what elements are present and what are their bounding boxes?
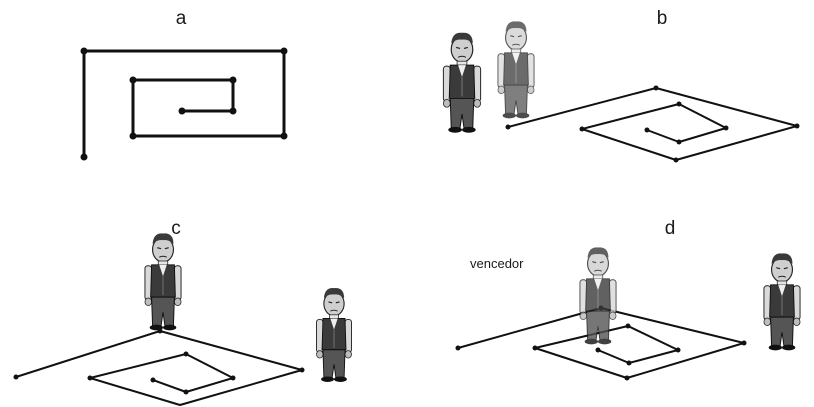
panel-d-other-man [764,253,800,350]
panel-c-man-waiting [317,288,352,382]
panel-c-spiral [14,329,305,406]
panel-label-a: a [176,8,187,29]
panel-c-man-on-path [145,233,181,330]
panel-b-man-back [498,21,534,118]
panel-label-b: b [657,8,668,29]
panel-b-spiral [506,86,800,163]
panel-label-d: d [665,218,676,239]
panel-label-c: c [171,218,181,239]
panel-b-man-front [443,33,480,133]
panel-a-spiral [81,48,288,161]
winner-annotation: vencedor [470,256,524,271]
